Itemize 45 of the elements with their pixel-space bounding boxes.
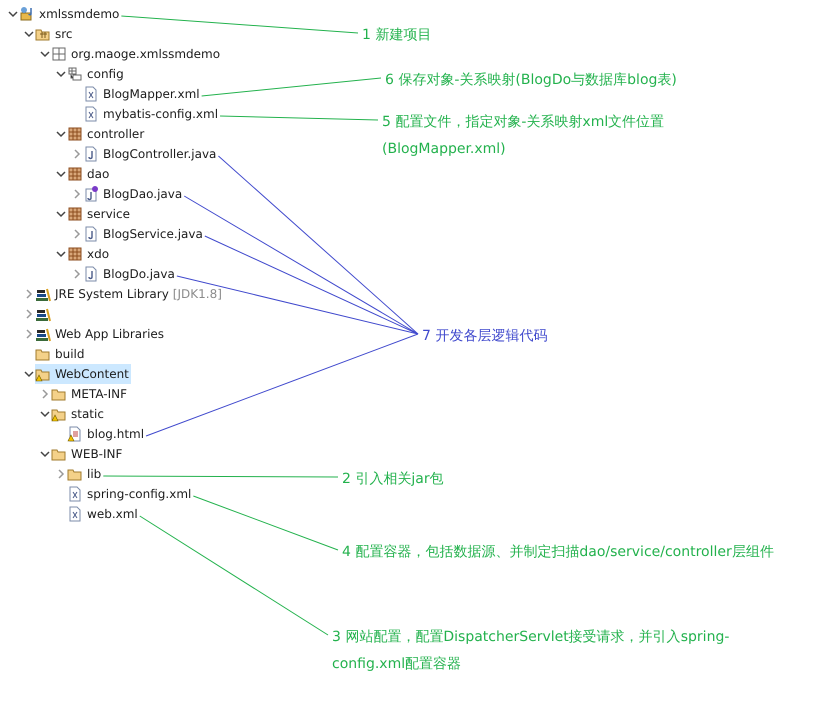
selected-tree-item xyxy=(35,364,131,384)
file-name: Web App Libraries xyxy=(55,326,164,343)
leader-line xyxy=(176,276,418,334)
file-name: controller xyxy=(87,126,144,143)
file-name: xdo xyxy=(87,246,110,263)
leader-line xyxy=(102,476,338,478)
callout-text: 3 网站配置，配置DispatcherServlet接受请求，并引入spring-config.xml配置容器 xyxy=(332,624,782,678)
file-name: web.xml xyxy=(87,506,138,523)
leader-line xyxy=(192,496,338,550)
leader-line xyxy=(146,334,418,436)
file-name: src xyxy=(55,26,73,43)
leader-line xyxy=(139,516,328,636)
callout-text: 7 开发各层逻辑代码 xyxy=(422,323,548,350)
leader-line xyxy=(204,236,418,334)
file-name: BlogService.java xyxy=(103,226,203,243)
file-name: lib xyxy=(87,466,102,483)
file-name: static xyxy=(71,406,104,423)
file-name: service xyxy=(87,206,130,223)
file-name: mybatis-config.xml xyxy=(103,106,218,123)
file-name: META-INF xyxy=(71,386,128,403)
leader-line xyxy=(220,116,378,120)
callout-text: 4 配置容器，包括数据源、并制定扫描dao/service/controller层组件 xyxy=(342,539,774,566)
file-name: build xyxy=(55,346,85,363)
file-name: BlogDo.java xyxy=(103,266,175,283)
file-name: blog.html xyxy=(87,426,144,443)
file-name: BlogController.java xyxy=(103,146,216,163)
file-name: spring-config.xml xyxy=(87,486,192,503)
callout-text: 5 配置文件，指定对象-关系映射xml文件位置(BlogMapper.xml) xyxy=(382,109,782,163)
file-name: BlogDao.java xyxy=(103,186,182,203)
leader-line xyxy=(120,16,358,34)
file-name: JRE System Library xyxy=(55,286,169,303)
file-name: dao xyxy=(87,166,110,183)
file-name: BlogMapper.xml xyxy=(103,86,200,103)
callout-text: 1 新建项目 xyxy=(362,22,432,49)
leader-line xyxy=(201,78,382,96)
callout-text: 6 保存对象-关系映射(BlogDo与数据库blog表) xyxy=(385,67,677,94)
file-name: WebContent xyxy=(55,366,129,383)
library-version: [JDK1.8] xyxy=(172,286,222,303)
file-name: xmlssmdemo xyxy=(39,6,120,23)
callout-text: 2 引入相关jar包 xyxy=(342,466,444,493)
file-name: WEB-INF xyxy=(71,446,122,463)
file-name: config xyxy=(87,66,124,83)
file-name: org.maoge.xmlssmdemo xyxy=(71,46,220,63)
leader-line xyxy=(184,196,418,334)
leader-line xyxy=(218,156,418,334)
